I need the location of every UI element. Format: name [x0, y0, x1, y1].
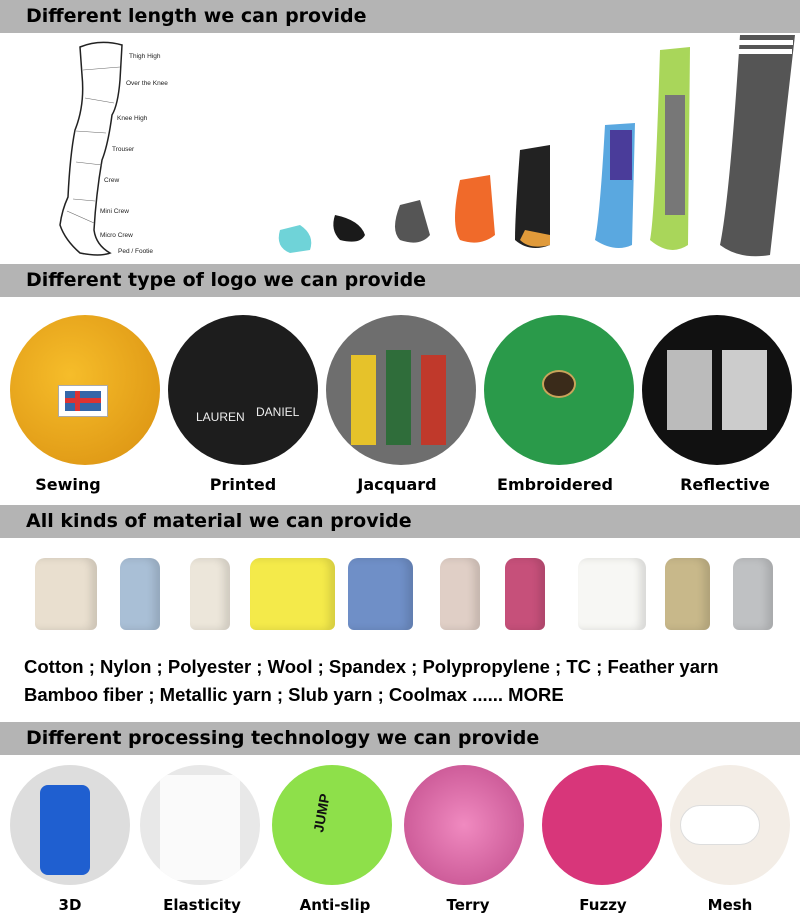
- elasticity-sock-photo: [140, 765, 260, 885]
- length-label: Over the Knee: [126, 80, 168, 87]
- length-label: Mini Crew: [100, 208, 129, 215]
- jacquard-logo-photo: [326, 315, 476, 465]
- processing-label: Elasticity: [163, 896, 241, 914]
- yarn-cone: [250, 558, 335, 630]
- fuzzy-sock-photo: [542, 765, 662, 885]
- leg-length-diagram: [59, 41, 123, 256]
- processing-label: Anti-slip: [299, 896, 371, 914]
- length-label: Knee High: [117, 115, 148, 122]
- section-header-material: All kinds of material we can provide: [0, 505, 800, 538]
- processing-label: 3D: [58, 896, 82, 914]
- printed-logo-photo: LAUREN DANIEL: [168, 315, 318, 465]
- sock-lengths-photo: [278, 35, 795, 257]
- length-label: Ped / Footie: [118, 248, 154, 255]
- yarn-cones-photo: [0, 548, 800, 638]
- anti-slip-sock-photo: JUMP: [272, 765, 392, 885]
- length-label: Crew: [104, 177, 120, 184]
- reflective-logo-photo: [642, 315, 792, 465]
- yarn-cone: [440, 558, 480, 630]
- embroidered-logo-photo: [484, 315, 634, 465]
- yarn-cone: [733, 558, 773, 630]
- yarn-cone: [665, 558, 710, 630]
- sewing-logo-photo: [10, 315, 160, 465]
- processing-label: Terry: [446, 896, 490, 914]
- processing-label: Mesh: [707, 896, 753, 914]
- yarn-cone: [35, 558, 97, 630]
- yarn-cone: [190, 558, 230, 630]
- length-label: Thigh High: [129, 53, 161, 60]
- logo-type-label: Sewing: [35, 475, 101, 494]
- length-label: Micro Crew: [100, 232, 133, 239]
- logo-type-label: Jacquard: [357, 475, 437, 494]
- yarn-cone: [348, 558, 413, 630]
- yarn-cone: [120, 558, 160, 630]
- section-header-processing: Different processing technology we can p…: [0, 722, 800, 755]
- yarn-cone: [505, 558, 545, 630]
- length-label: Trouser: [112, 146, 135, 153]
- logo-type-label: Reflective: [680, 475, 770, 494]
- processing-label: Fuzzy: [579, 896, 627, 914]
- section-header-length: Different length we can provide: [0, 0, 800, 33]
- logo-type-label: Printed: [209, 475, 277, 494]
- logo-type-label: Embroidered: [497, 475, 613, 494]
- anti-slip-print-text: JUMP: [310, 792, 333, 834]
- printed-name: LAUREN: [196, 410, 245, 424]
- material-list-line-2: Bamboo fiber ; Metallic yarn ; Slub yarn…: [24, 684, 564, 705]
- terry-sock-photo: [404, 765, 524, 885]
- section-header-logo: Different type of logo we can provide: [0, 264, 800, 297]
- 3d-sock-photo: [10, 765, 130, 885]
- mesh-sock-photo: [670, 765, 790, 885]
- printed-name: DANIEL: [256, 405, 300, 419]
- material-list-line-1: Cotton ; Nylon ; Polyester ; Wool ; Span…: [24, 656, 719, 677]
- yarn-cone: [578, 558, 646, 630]
